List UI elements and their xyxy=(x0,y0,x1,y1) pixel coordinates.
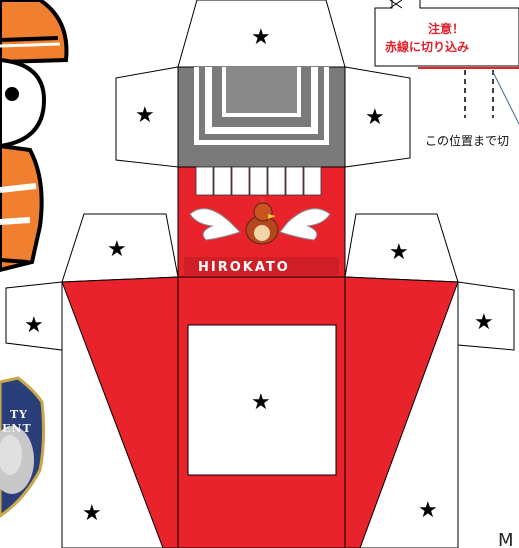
notice-line: 赤線に切り込み xyxy=(385,39,469,54)
upper-right-flap: ★ xyxy=(344,66,411,168)
upper-left-flap: ★ xyxy=(115,66,179,168)
star-icon: ★ xyxy=(251,25,271,50)
body-panel: ★ ★ ★ xyxy=(61,276,459,548)
front-window xyxy=(187,324,337,476)
badge-text-line1: TY xyxy=(10,408,28,421)
cutting-guide: 注意！ 赤線に切り込み この位置まで切 xyxy=(374,0,519,148)
brand-name: HIROKATO xyxy=(198,260,290,275)
top-flap: ★ xyxy=(177,0,346,68)
badge-text-line2: ENT xyxy=(2,422,32,435)
notice-title: 注意！ xyxy=(428,21,464,36)
position-label: この位置まで切 xyxy=(425,133,509,148)
department-badge: TY ENT xyxy=(0,376,46,518)
star-icon: ★ xyxy=(418,498,438,523)
lower-right-top-flap: ★ xyxy=(344,213,459,283)
left-tab: ★ xyxy=(5,281,63,351)
star-icon: ★ xyxy=(365,105,385,130)
brand-plate xyxy=(184,257,339,275)
front-face: HIROKATO xyxy=(177,166,346,278)
star-icon: ★ xyxy=(135,103,155,128)
star-icon: ★ xyxy=(474,310,494,335)
corner-mark: M xyxy=(498,530,514,548)
top-face xyxy=(177,66,346,168)
winged-bird-logo-icon xyxy=(189,196,331,245)
star-icon: ★ xyxy=(389,240,409,265)
star-icon: ★ xyxy=(107,237,127,262)
star-icon: ★ xyxy=(24,313,44,338)
star-icon: ★ xyxy=(251,390,271,415)
firefighter-illustration xyxy=(0,0,69,273)
lower-left-top-flap: ★ xyxy=(61,213,179,283)
right-tab: ★ xyxy=(457,281,515,351)
grille xyxy=(195,166,322,196)
star-icon: ★ xyxy=(82,501,102,526)
